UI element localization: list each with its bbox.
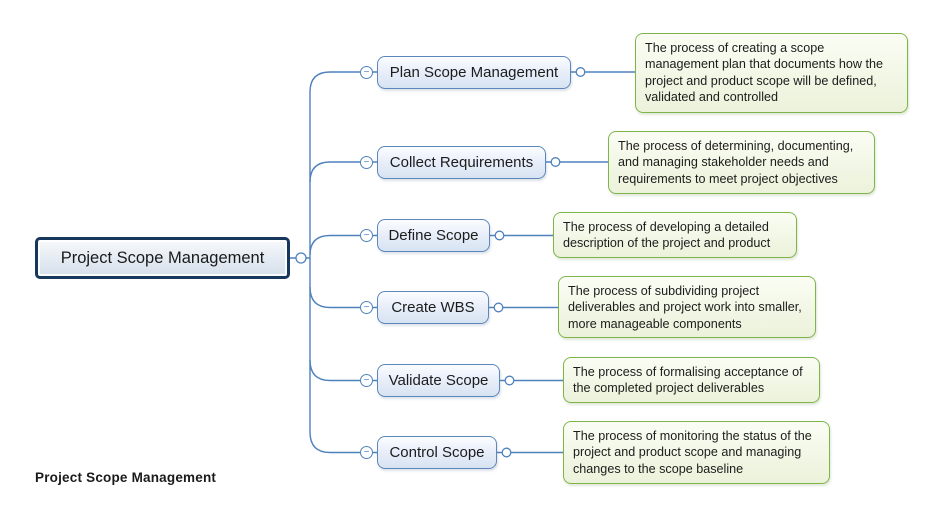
connection-point-icon <box>295 252 307 264</box>
topic-label: Collect Requirements <box>389 154 534 171</box>
topic-label: Define Scope <box>388 227 479 244</box>
branch-line <box>309 286 377 309</box>
branch-line <box>309 234 377 256</box>
topic-collect-requirements[interactable]: Collect Requirements <box>377 146 546 179</box>
callout-plan-scope-management-description[interactable]: The process of creating a scope manageme… <box>635 33 908 113</box>
topic-control-scope[interactable]: Control Scope <box>377 436 497 469</box>
branch-line <box>309 359 377 382</box>
minus-icon: − <box>363 301 370 313</box>
collapse-toggle-create-wbs[interactable]: − <box>360 301 373 314</box>
connection-point-icon <box>493 302 504 313</box>
topic-label: Create WBS <box>391 299 475 316</box>
topic-plan-scope-management[interactable]: Plan Scope Management <box>377 56 571 89</box>
topic-validate-scope[interactable]: Validate Scope <box>377 364 500 397</box>
topic-create-wbs[interactable]: Create WBS <box>377 291 489 324</box>
collapse-toggle-validate-scope[interactable]: − <box>360 374 373 387</box>
collapse-toggle-plan-scope-management[interactable]: − <box>360 66 373 79</box>
minus-icon: − <box>363 66 370 78</box>
branch-line <box>309 71 377 93</box>
callout-control-scope-description[interactable]: The process of monitoring the status of … <box>563 421 830 484</box>
collapse-toggle-control-scope[interactable]: − <box>360 446 373 459</box>
connection-point-icon <box>494 230 505 241</box>
callout-create-wbs-description[interactable]: The process of subdividing project deliv… <box>558 276 816 338</box>
topic-label: Plan Scope Management <box>389 64 559 81</box>
connection-point-icon <box>504 375 515 386</box>
topic-label: Validate Scope <box>388 372 489 389</box>
callout-define-scope-description[interactable]: The process of developing a detailed des… <box>553 212 797 258</box>
connection-point-icon <box>501 447 512 458</box>
topic-define-scope[interactable]: Define Scope <box>377 219 490 252</box>
minus-icon: − <box>363 156 370 168</box>
minus-icon: − <box>363 446 370 458</box>
collapse-toggle-define-scope[interactable]: − <box>360 229 373 242</box>
branch-line <box>309 161 377 183</box>
map-title-caption: Project Scope Management <box>35 470 217 485</box>
minus-icon: − <box>363 374 370 386</box>
callout-collect-requirements-description[interactable]: The process of determining, documenting,… <box>608 131 875 194</box>
callout-validate-scope-description[interactable]: The process of formalising acceptance of… <box>563 357 820 403</box>
branch-line <box>309 431 377 454</box>
minus-icon: − <box>363 229 370 241</box>
connection-point-icon <box>550 157 561 167</box>
connection-point-icon <box>575 67 586 77</box>
collapse-toggle-collect-requirements[interactable]: − <box>360 156 373 169</box>
root-topic-label: Project Scope Management <box>60 248 265 267</box>
root-topic[interactable]: Project Scope Management <box>35 237 290 279</box>
topic-label: Control Scope <box>389 444 485 461</box>
